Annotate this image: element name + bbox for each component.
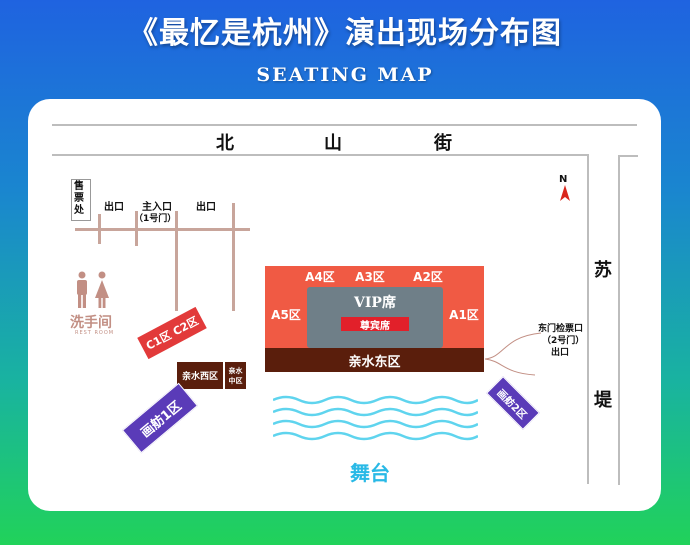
east-gate-label-3: 出口 bbox=[551, 348, 570, 358]
restroom-label: 洗手间 bbox=[70, 315, 112, 331]
east-street-line-cap bbox=[618, 155, 638, 157]
east-street-char-2: 堤 bbox=[594, 390, 612, 411]
huafang-2-zone[interactable]: 画舫2区 bbox=[486, 376, 540, 430]
ticket-office-box bbox=[71, 179, 91, 221]
north-street-char-1: 北 bbox=[216, 133, 234, 154]
main-entrance-gate-label: （1号门） bbox=[134, 214, 177, 224]
main-entrance-label: 主入口 bbox=[142, 202, 172, 213]
vip-guest-zone[interactable]: 尊宾席 bbox=[341, 317, 409, 332]
qinshui-middle-zone[interactable]: 亲水 中区 bbox=[224, 361, 247, 390]
east-street-line-left bbox=[587, 154, 589, 484]
zone-a5-label[interactable]: A5区 bbox=[271, 307, 301, 322]
east-gate-pointer bbox=[484, 332, 542, 376]
c1-c2-zone[interactable]: C1区 C2区 bbox=[137, 306, 207, 360]
zone-a1-label[interactable]: A1区 bbox=[449, 307, 479, 322]
entrance-post-2 bbox=[135, 211, 138, 246]
ticket-office-char-2: 票 bbox=[74, 193, 84, 204]
entrance-post-4 bbox=[232, 203, 235, 311]
restroom-female-icon bbox=[95, 271, 109, 308]
stage-waves bbox=[273, 395, 478, 441]
page-title: 《最忆是杭州》演出现场分布图 bbox=[128, 16, 562, 51]
page-subtitle: SEATING MAP bbox=[256, 64, 434, 86]
east-street-char-1: 苏 bbox=[594, 260, 612, 281]
north-street-char-2: 山 bbox=[324, 133, 342, 154]
east-street-line-right bbox=[618, 155, 620, 485]
east-gate-label-2: （2号门） bbox=[542, 336, 585, 346]
restroom-sub-label: REST ROOM bbox=[75, 330, 115, 336]
zone-a3-label[interactable]: A3区 bbox=[355, 269, 385, 284]
zone-a4-label[interactable]: A4区 bbox=[305, 269, 335, 284]
entrance-barrier-bar bbox=[75, 228, 250, 231]
qinshui-east-zone[interactable]: 亲水东区 bbox=[265, 348, 484, 372]
north-street-line-top bbox=[52, 124, 637, 126]
zone-a2-label[interactable]: A2区 bbox=[413, 269, 443, 284]
exit-right-label: 出口 bbox=[196, 202, 216, 213]
north-street-line-bottom bbox=[52, 154, 587, 156]
exit-left-label: 出口 bbox=[104, 202, 124, 213]
vip-zone-label: VIP席 bbox=[354, 295, 396, 311]
north-street-char-3: 街 bbox=[434, 133, 452, 154]
east-gate-label-1: 东门检票口 bbox=[538, 324, 584, 334]
compass-label: N bbox=[559, 174, 568, 185]
map-card: 北 山 街 苏 堤 N 售 票 处 出口 主入口 （1号门） 出口 洗手间 RE… bbox=[28, 99, 661, 511]
entrance-post-3 bbox=[175, 211, 178, 311]
qinshui-west-zone[interactable]: 亲水西区 bbox=[176, 361, 224, 390]
compass-arrow-icon bbox=[560, 185, 570, 201]
qinshui-middle-line-2: 中区 bbox=[228, 376, 243, 385]
stage-label: 舞台 bbox=[350, 461, 390, 485]
restroom-male-icon bbox=[77, 271, 87, 308]
huafang-1-zone[interactable]: 画舫1区 bbox=[122, 382, 198, 454]
qinshui-middle-line-1: 亲水 bbox=[228, 366, 243, 375]
ticket-office-char-3: 处 bbox=[74, 205, 84, 216]
ticket-office-char-1: 售 bbox=[74, 181, 84, 192]
entrance-post-1 bbox=[98, 214, 101, 244]
